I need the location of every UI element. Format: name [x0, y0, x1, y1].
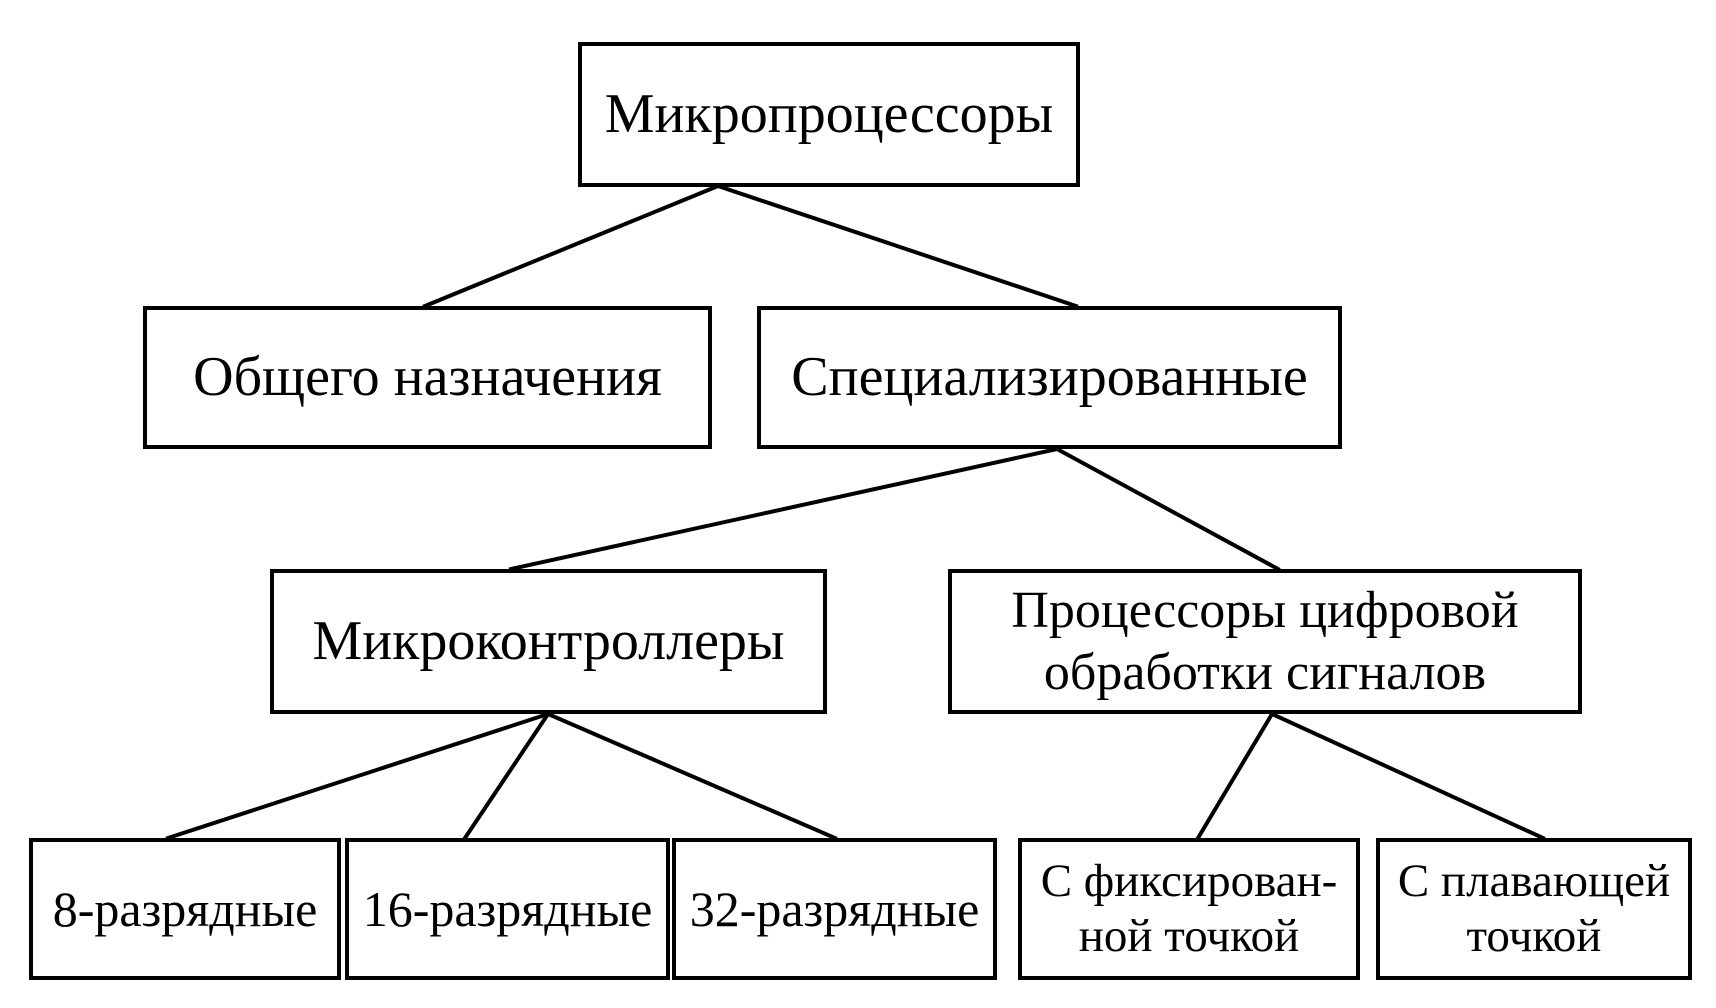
edge-mcu-bit8: [165, 711, 551, 841]
edge-mcu-bit32: [545, 711, 838, 841]
node-label: Микропроцессоры: [604, 83, 1054, 146]
edge-mcu-bit16: [462, 711, 551, 841]
node-label: Микроконтроллеры: [312, 610, 785, 673]
node-32-bit[interactable]: 32-разрядные: [672, 838, 997, 980]
edge-dsp-float: [1269, 711, 1546, 841]
node-label: Общего назначения: [193, 346, 662, 409]
node-16-bit[interactable]: 16-разрядные: [345, 838, 670, 980]
node-general-purpose[interactable]: Общего назначения: [143, 306, 712, 449]
edge-dsp-fixed: [1195, 711, 1275, 841]
node-microprocessors[interactable]: Микропроцессоры: [578, 42, 1080, 187]
node-label: Специализированные: [791, 346, 1308, 409]
node-label: Процессоры цифровой обработки сигналов: [1011, 582, 1519, 701]
node-label: 8-разрядные: [52, 880, 318, 937]
edge-root-special: [715, 183, 1079, 309]
node-label: 32-разрядные: [689, 880, 980, 937]
node-label: С фиксирован- ной точкой: [1040, 854, 1338, 962]
edge-special-mcu: [508, 446, 1060, 572]
node-microcontrollers[interactable]: Микроконтроллеры: [270, 569, 827, 714]
edge-special-dsp: [1054, 446, 1281, 572]
node-8-bit[interactable]: 8-разрядные: [29, 838, 341, 980]
edge-root-general: [422, 183, 721, 309]
node-label: 16-разрядные: [362, 880, 653, 937]
node-label: С плавающей точкой: [1397, 854, 1671, 962]
node-specialized[interactable]: Специализированные: [757, 306, 1342, 449]
node-floating-point[interactable]: С плавающей точкой: [1376, 838, 1692, 980]
node-digital-signal-processors[interactable]: Процессоры цифровой обработки сигналов: [948, 569, 1582, 714]
node-fixed-point[interactable]: С фиксирован- ной точкой: [1018, 838, 1360, 980]
